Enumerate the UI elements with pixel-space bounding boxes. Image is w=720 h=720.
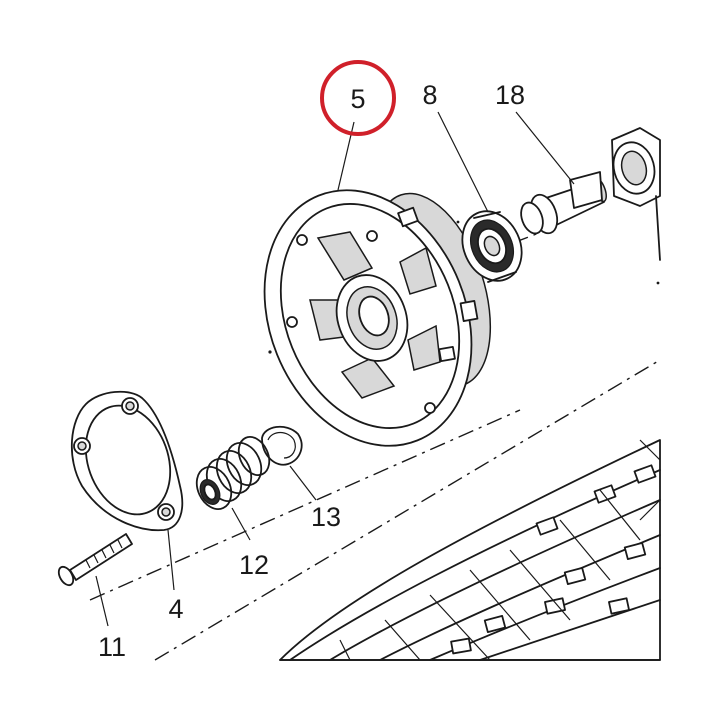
label-part-8: 8 [422,80,437,110]
bushing [520,171,607,235]
leader-13 [289,465,317,501]
pressure-plate [263,189,492,447]
label-part-5: 5 [350,84,365,114]
coil-spring [195,436,271,510]
leader-11 [95,575,109,627]
spring-cap-plate [70,390,184,532]
label-part-4: 4 [168,594,183,624]
label-part-12: 12 [239,550,269,580]
leader-18 [515,111,575,185]
nut [611,127,661,285]
leader-8 [437,111,489,213]
plate-teeth [450,464,657,655]
label-part-18: 18 [495,80,525,110]
label-part-11: 11 [98,632,126,662]
clutch-plate-stack [279,439,661,661]
label-part-13: 13 [311,502,341,532]
leader-4 [167,529,175,591]
leader-12 [231,507,251,541]
highlight-circle [320,60,396,136]
screw [57,533,133,587]
snap-ring [261,425,303,466]
clutch-pack-axis [154,359,661,661]
bearing [461,210,523,283]
